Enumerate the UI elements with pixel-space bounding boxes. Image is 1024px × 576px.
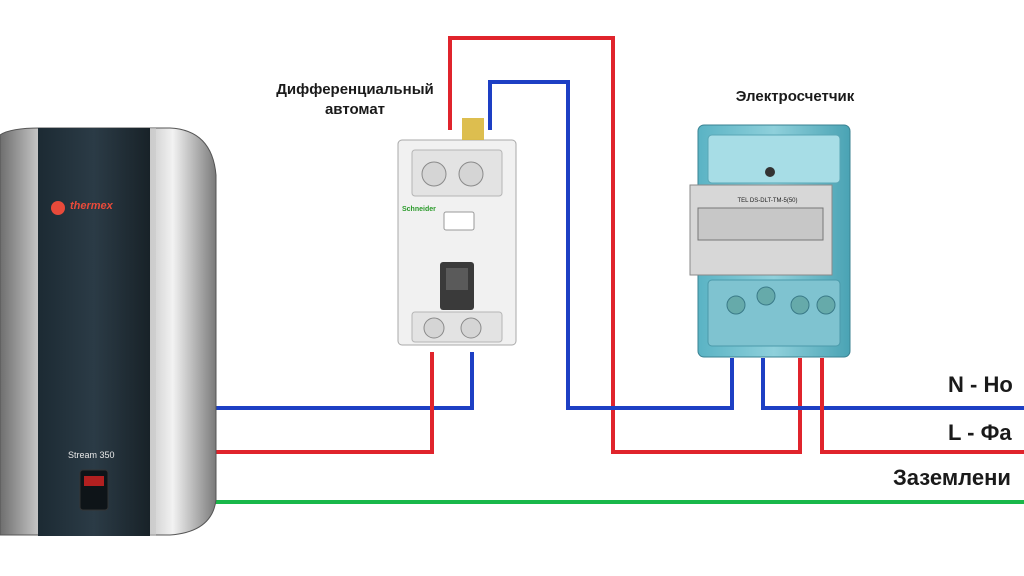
neutral-label: N - Но: [948, 372, 1013, 397]
rcd-brand: Schneider: [402, 206, 436, 213]
rcd-breaker: [397, 118, 517, 346]
meter-seal-screw-icon: [765, 167, 775, 177]
heater-brand: thermex: [70, 200, 113, 212]
meter-display: [697, 207, 824, 241]
neutral-wire-rcd-to-meter: [488, 80, 734, 410]
water-heater: [0, 127, 217, 536]
phase-wire-heater: [215, 352, 434, 454]
rcd-label: Дифференциальный автомат: [276, 81, 434, 118]
rcd-terminal-top-left: [421, 161, 447, 187]
electricity-meter: [689, 124, 851, 358]
meter-model-text: TEL DS-DLT-TM-5(50): [737, 198, 798, 204]
rcd-test-button[interactable]: [443, 211, 475, 231]
phase-wire-rcd-to-meter: [448, 36, 802, 454]
meter-terminal-2: [756, 286, 776, 306]
neutral-wire-supply: [761, 358, 1024, 410]
meter-label: Электросчетчик: [735, 88, 855, 105]
meter-terminal-1: [726, 295, 746, 315]
rcd-terminal-bottom-left: [423, 317, 445, 339]
phase-label: L - Фа: [948, 420, 1012, 445]
rcd-terminal-top-right: [458, 161, 484, 187]
meter-terminal-4: [816, 295, 836, 315]
ground-label: Заземлени: [893, 465, 1011, 490]
brand-logo-icon: [51, 201, 65, 215]
meter-terminal-3: [790, 295, 810, 315]
neutral-wire-heater: [215, 352, 474, 410]
heater-model: Stream 350: [68, 450, 115, 460]
rcd-terminal-bottom-right: [460, 317, 482, 339]
phase-wire-supply: [820, 358, 1024, 454]
